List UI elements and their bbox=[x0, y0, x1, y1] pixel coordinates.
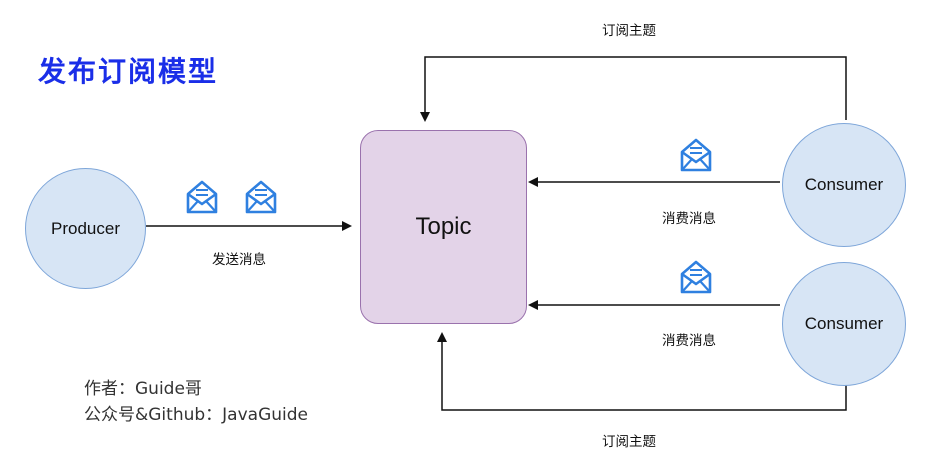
consume-message-label-2: 消费消息 bbox=[662, 333, 716, 349]
send-message-label: 发送消息 bbox=[212, 252, 266, 268]
message-icon-3 bbox=[680, 138, 712, 172]
author-credit: 作者：Guide哥 bbox=[84, 379, 202, 399]
consumer-node-2: Consumer bbox=[782, 262, 906, 386]
arrow-subscribe-bottom bbox=[437, 332, 847, 411]
subscribe-topic-label-top: 订阅主题 bbox=[602, 23, 656, 39]
consume-message-label-1: 消费消息 bbox=[662, 211, 716, 227]
diagram-title: 发布订阅模型 bbox=[38, 55, 219, 88]
arrow-subscribe-top bbox=[420, 56, 847, 122]
message-icon-1 bbox=[186, 180, 218, 214]
consumer-node-1: Consumer bbox=[782, 123, 906, 247]
producer-node: Producer bbox=[25, 168, 146, 289]
subscribe-topic-label-bottom: 订阅主题 bbox=[602, 434, 656, 450]
topic-node: Topic bbox=[360, 130, 527, 324]
message-icon-2 bbox=[245, 180, 277, 214]
message-icon-4 bbox=[680, 260, 712, 294]
account-credit: 公众号&Github：JavaGuide bbox=[84, 405, 308, 425]
